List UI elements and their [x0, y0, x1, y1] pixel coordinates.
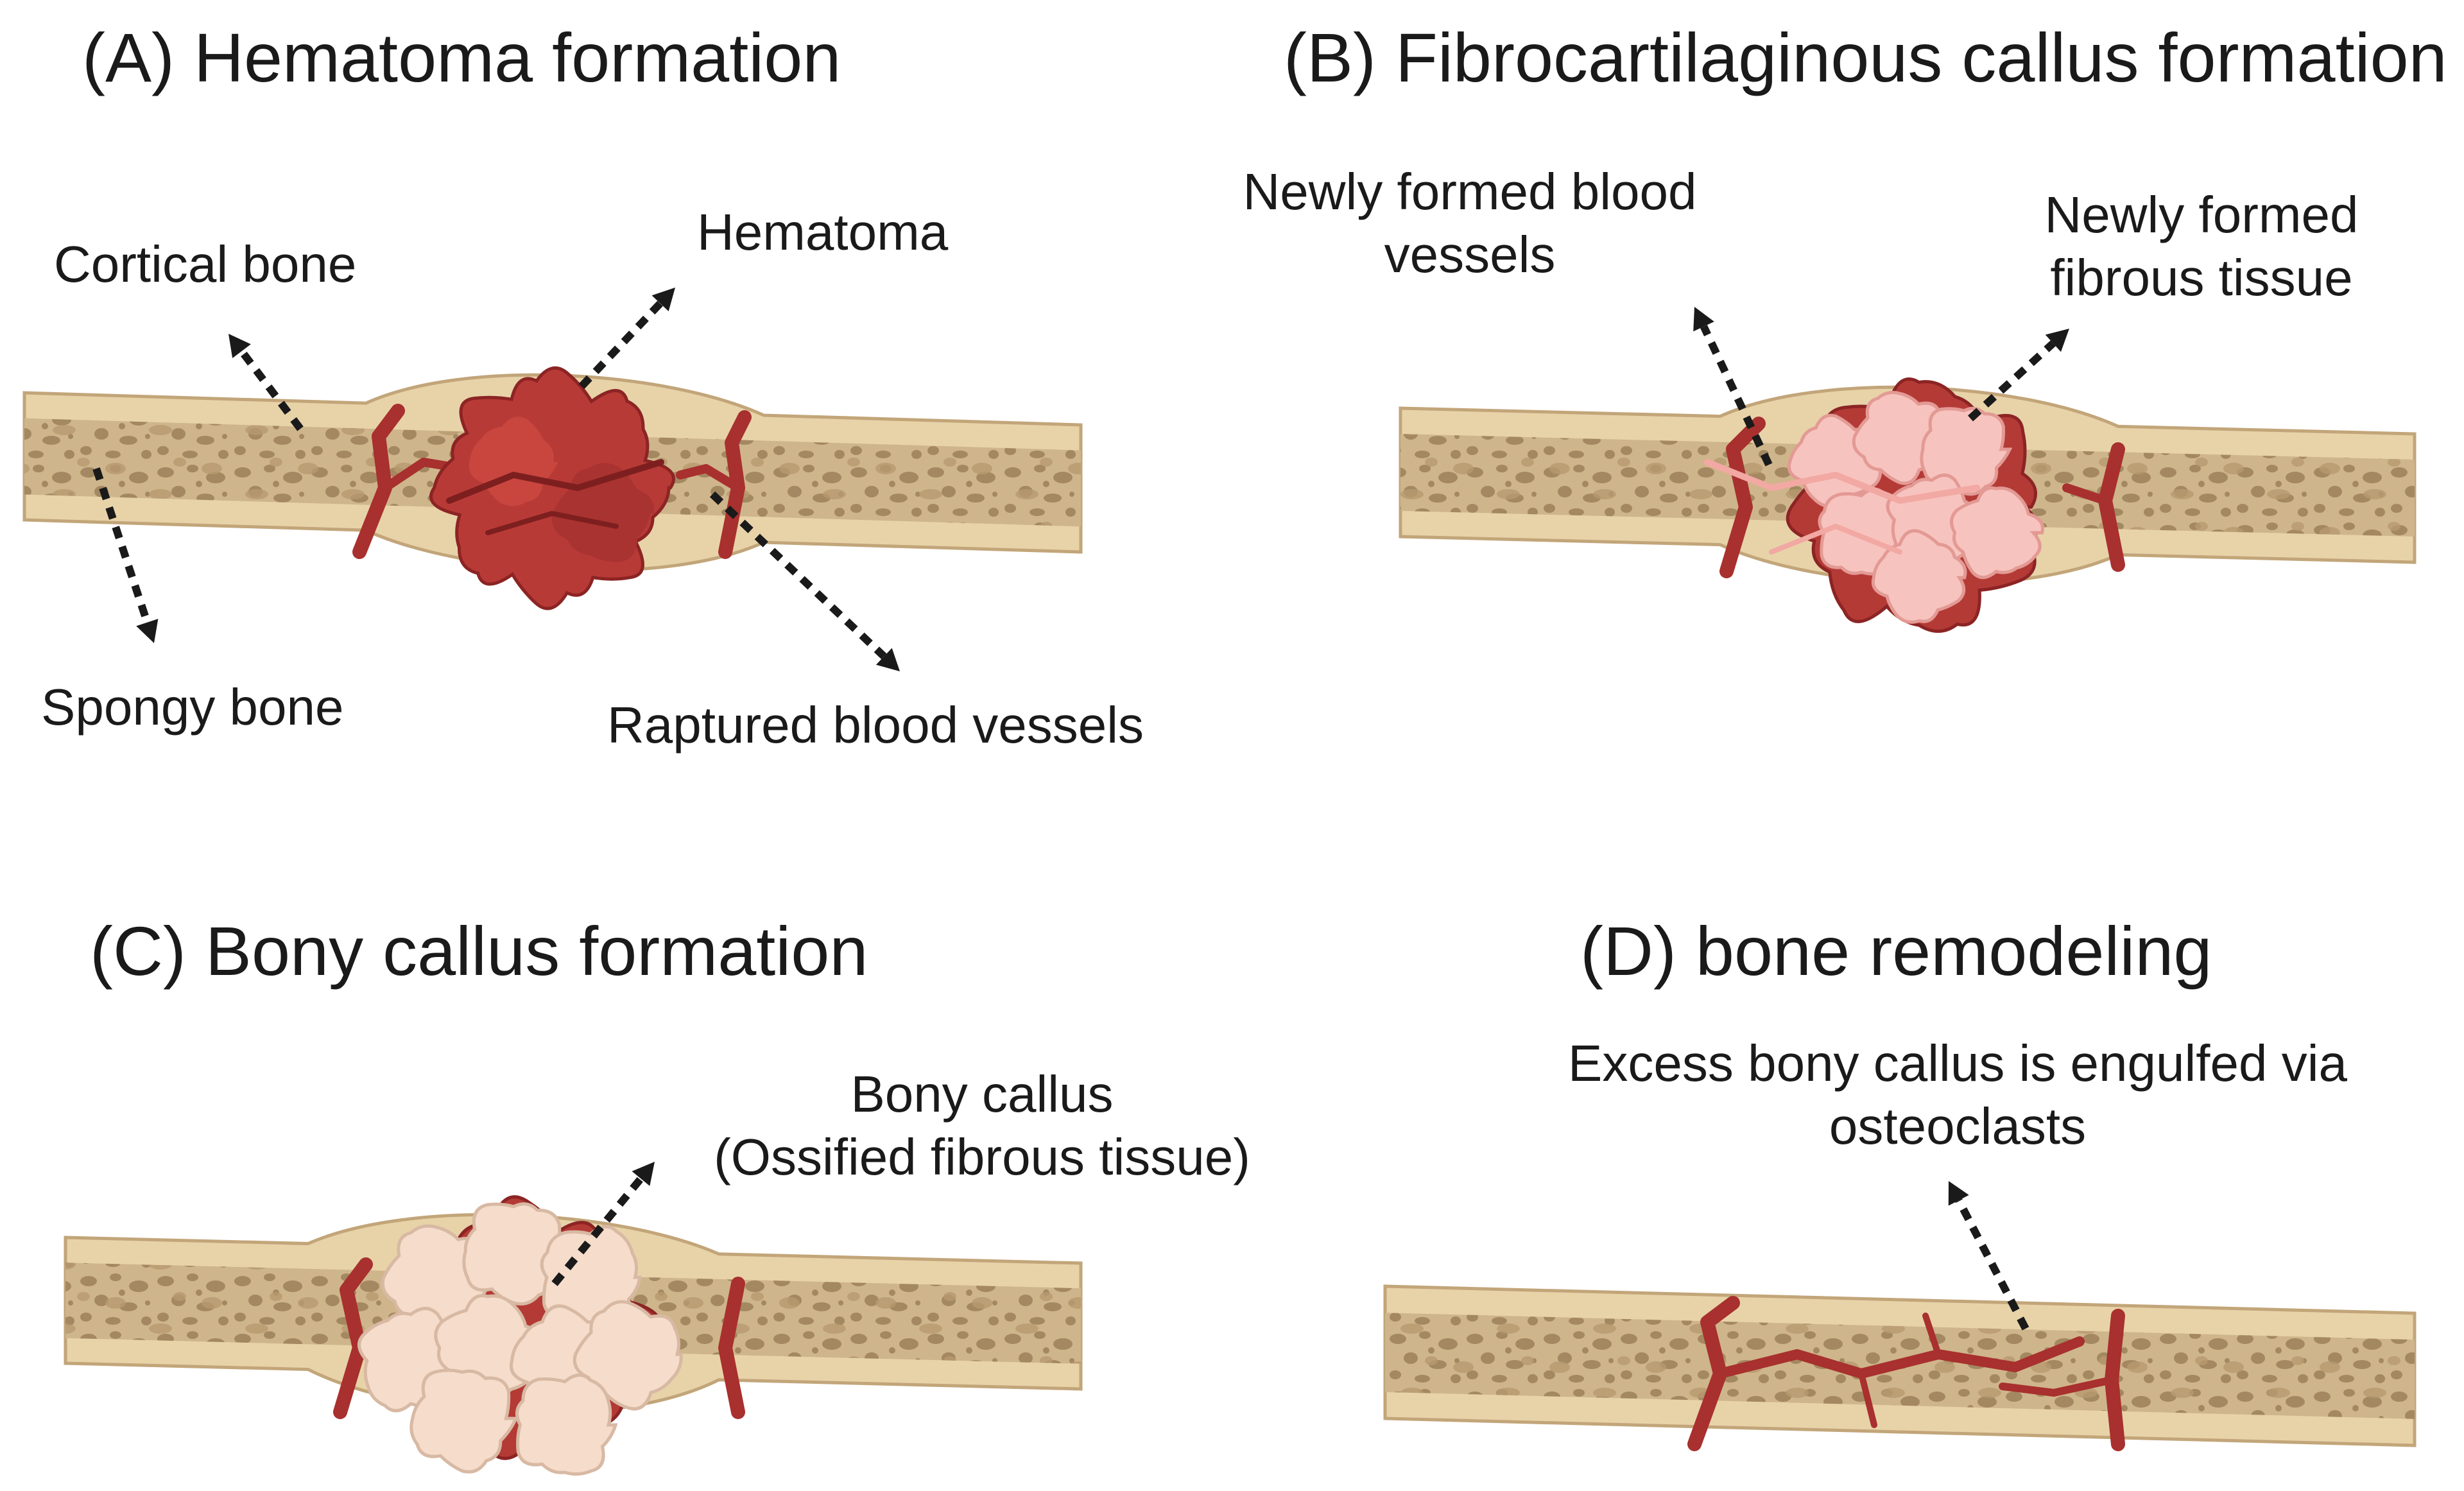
panel-d-vessel-left	[1687, 1296, 1740, 1451]
panel-d-vessel-sprout-1	[1858, 1370, 1877, 1428]
panel-c-illustration	[64, 1162, 1083, 1476]
panel-c-title: (C) Bony callus formation	[90, 912, 868, 990]
spongy-bone-arrow-head	[136, 619, 159, 643]
panel-a-vessel-right-branch	[676, 464, 743, 492]
panel-b-fibrous-lobe-6	[1950, 486, 2044, 580]
new-vessels-arrow-head	[1693, 307, 1714, 332]
new-fibrous-label: Newly formed fibrous tissue	[2009, 184, 2394, 309]
raptured-vessels-label: Raptured blood vessels	[607, 696, 1144, 754]
panel-b-new-vessel-1	[1704, 459, 1980, 504]
excess-callus-label-line2: osteoclasts	[1829, 1097, 2087, 1155]
bony-callus-label-line2: (Ossified fibrous tissue)	[714, 1128, 1250, 1185]
panel-c-callus-lobe-2	[462, 1202, 570, 1306]
panel-d-illustration	[1383, 1181, 2417, 1451]
raptured-vessels-arrow-head	[875, 648, 900, 671]
bony-callus-label-line1: Bony callus	[850, 1065, 1114, 1123]
panel-b-fibrous-lobe-7	[1871, 529, 1967, 624]
panel-d-vessel-sprout-2	[1922, 1313, 1942, 1357]
panel-d-vessel-middle	[1715, 1336, 2085, 1379]
panel-b-new-vessel-2	[1769, 524, 1902, 555]
panel-c-vessel-right	[718, 1277, 745, 1419]
panel-b-vessel-right-branch	[2062, 483, 2110, 505]
cortical-bone-arrow-shaft	[238, 349, 304, 431]
new-vessels-label-line1: Newly formed blood	[1243, 163, 1697, 220]
bony-callus-arrow-head	[632, 1162, 655, 1186]
cortical-bone-arrow-head	[228, 334, 251, 358]
panel-a-vessel-left	[352, 404, 405, 559]
new-fibrous-arrow-shaft	[1967, 340, 2056, 422]
panel-b-title: (B) Fibrocartilaginous callus formation	[1284, 19, 2447, 96]
new-fibrous-label-line2: fibrous tissue	[2050, 248, 2353, 306]
hematoma-arrow-head	[651, 288, 675, 312]
excess-callus-arrow-shaft	[1955, 1198, 2029, 1331]
bony-callus-arrow-shaft	[551, 1176, 644, 1286]
panel-a-illustration	[22, 288, 1083, 671]
panel-a-ruptured-vessel-2	[485, 511, 619, 535]
panel-c-callus-lobe-7	[573, 1300, 683, 1411]
panel-a-vessel-right	[718, 410, 752, 559]
panel-d-vessel-right-branch	[1999, 1376, 2115, 1397]
hematoma-arrow-shaft	[578, 300, 663, 390]
cortical-bone-label: Cortical bone	[54, 236, 357, 293]
new-fibrous-arrow-head	[2045, 329, 2069, 352]
spongy-bone-label: Spongy bone	[41, 678, 344, 736]
panel-c-callus-lobe-9	[515, 1373, 618, 1476]
panel-c-callus-lobe-8	[409, 1368, 519, 1474]
hematoma-label: Hematoma	[697, 203, 949, 261]
new-vessels-label-line2: vessels	[1384, 225, 1556, 283]
excess-callus-label-line1: Excess bony callus is engulfed via	[1568, 1035, 2347, 1092]
panel-b-fibrous-lobe-3	[1920, 406, 2013, 496]
new-vessels-label: Newly formed blood vessels	[1207, 160, 1733, 286]
new-fibrous-label-line1: Newly formed	[2044, 186, 2359, 243]
panel-a-title: (A) Hematoma formation	[82, 19, 841, 96]
panel-a-ruptured-vessel-1	[446, 459, 664, 504]
panel-d-title: (D) bone remodeling	[1580, 912, 2212, 990]
panel-b-illustration	[1399, 307, 2417, 633]
panel-c-vessel-left	[333, 1257, 373, 1419]
spongy-bone-arrow-shaft	[92, 467, 151, 624]
new-vessels-arrow-shaft	[1700, 325, 1773, 467]
excess-callus-label: Excess bony callus is engulfed via osteo…	[1502, 1032, 2413, 1157]
bony-callus-label: Bony callus (Ossified fibrous tissue)	[680, 1063, 1284, 1188]
excess-callus-arrow-head	[1948, 1181, 1969, 1206]
